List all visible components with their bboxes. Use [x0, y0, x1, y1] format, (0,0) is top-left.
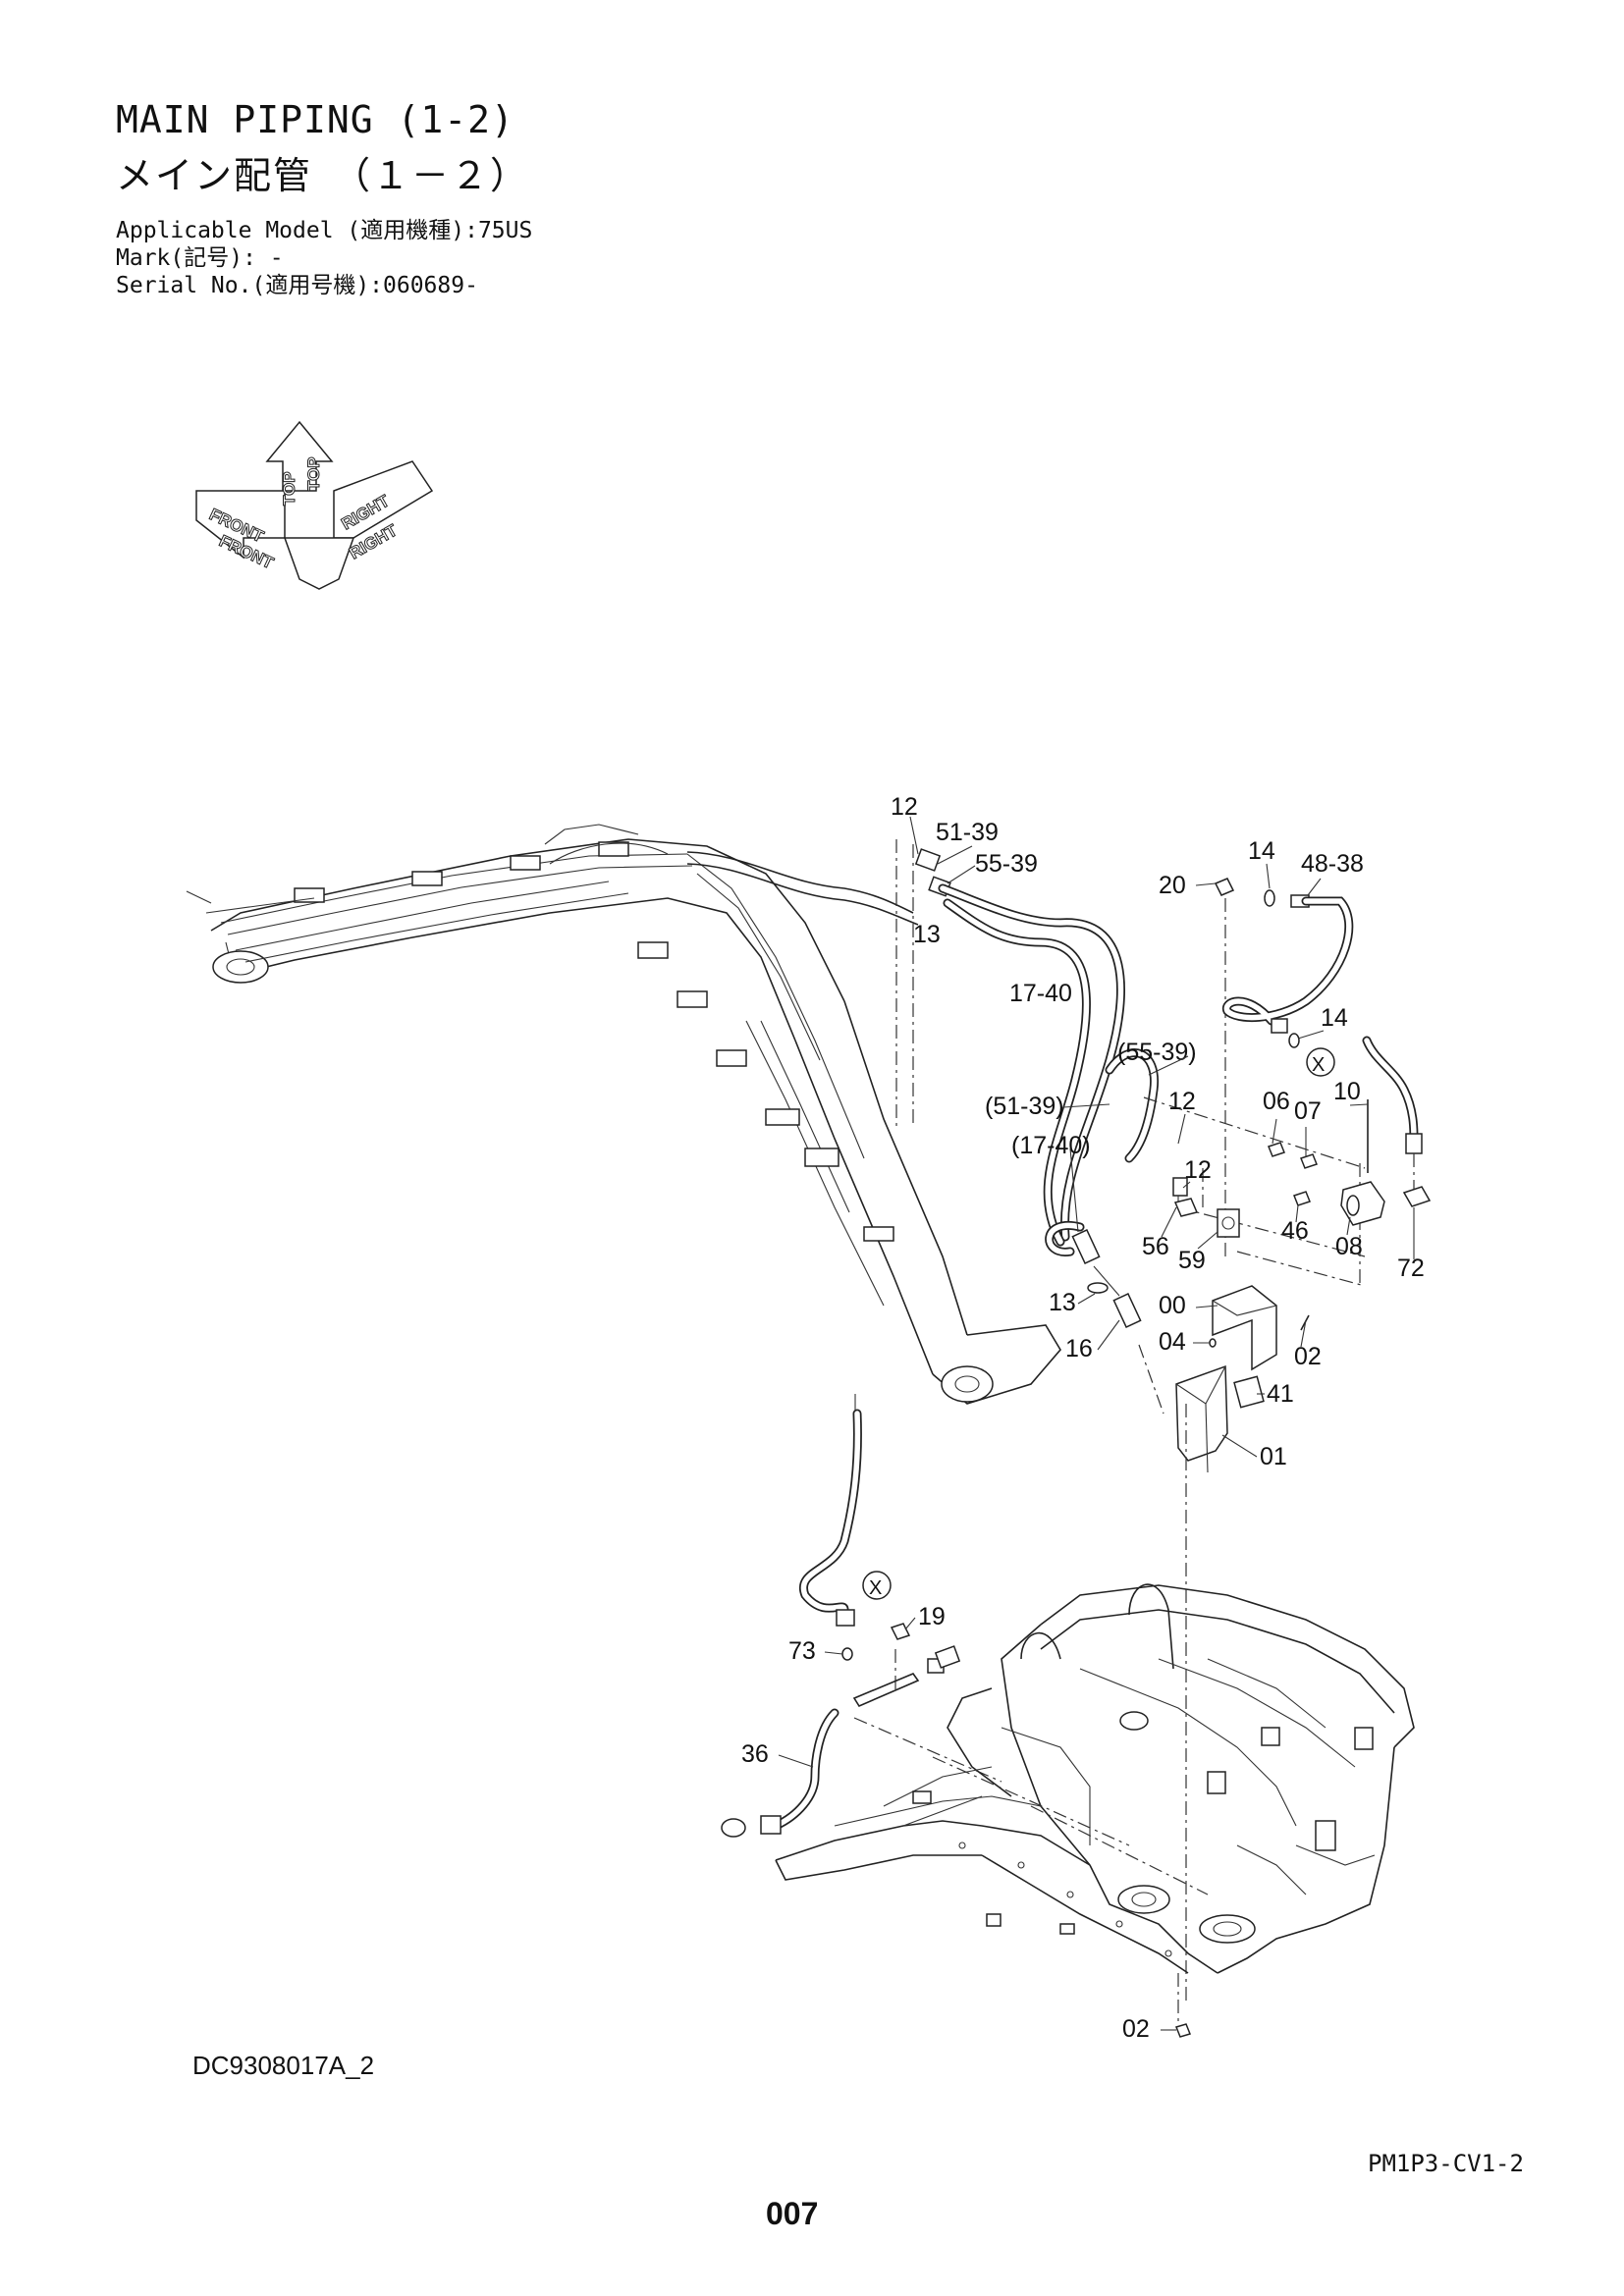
- title-english: MAIN PIPING (1-2): [116, 98, 514, 141]
- drawing-code: DC9308017A_2: [192, 2051, 375, 2080]
- serial-number: Serial No.(適用号機):060689-: [116, 273, 478, 298]
- title-japanese: メイン配管 （１－２）: [116, 154, 530, 197]
- valve-bracket-group: [1143, 1096, 1385, 1287]
- callout-label: 14: [1321, 1004, 1348, 1032]
- page-number: 007: [766, 2196, 819, 2231]
- callout-label: 19: [918, 1603, 946, 1630]
- sheet-code: PM1P3-CV1-2: [1368, 2150, 1524, 2177]
- bracket-assembly: [1175, 1285, 1310, 2002]
- callout-label: 59: [1178, 1247, 1206, 1274]
- callout-label: 14: [1248, 837, 1275, 865]
- orientation-arrow-icon: TOP TOP FRONT FRONT RIGHT RIGHT: [195, 420, 434, 590]
- callout-label: 06: [1263, 1088, 1290, 1115]
- callout-label: 04: [1159, 1328, 1186, 1356]
- callout-label: 02: [1122, 2015, 1150, 2043]
- callout-label: (51-39): [985, 1093, 1064, 1120]
- callout-labels: 12 51-39 55-39 13 14 48-38 20 17-40 14 (…: [741, 793, 1425, 2043]
- hose-group: [895, 839, 1164, 1415]
- callout-label: 07: [1294, 1097, 1322, 1125]
- callout-label: 16: [1065, 1335, 1093, 1362]
- callout-label: 01: [1260, 1443, 1287, 1470]
- boom-assembly: [186, 824, 1061, 1405]
- callout-label: 12: [1168, 1088, 1196, 1115]
- connection-x-upper: X: [1312, 1054, 1325, 1076]
- callout-label: 08: [1335, 1233, 1363, 1260]
- callout-label: 72: [1397, 1255, 1425, 1282]
- callout-label: 13: [1049, 1289, 1076, 1316]
- swing-frame: [775, 1583, 1415, 2038]
- connection-x-lower: X: [869, 1577, 882, 1599]
- callout-label: 36: [741, 1740, 769, 1768]
- applicable-model: Applicable Model (適用機種):75US: [116, 218, 533, 243]
- callout-label: 48-38: [1301, 850, 1364, 878]
- callout-label: 41: [1267, 1380, 1294, 1408]
- callout-label: 20: [1159, 872, 1186, 899]
- callout-label: 12: [891, 793, 918, 821]
- callout-label: 73: [788, 1637, 816, 1665]
- callout-label: (17-40): [1011, 1132, 1091, 1159]
- callout-label: 10: [1333, 1078, 1361, 1105]
- callout-label: 55-39: [975, 850, 1038, 878]
- callout-label: 13: [913, 921, 941, 948]
- orientation-top-1: TOP: [280, 471, 298, 506]
- callout-label: 17-40: [1009, 980, 1072, 1007]
- callout-label: 56: [1142, 1233, 1169, 1260]
- mark: Mark(記号): -: [116, 245, 284, 271]
- right-hose-48-38: X: [1214, 878, 1432, 1256]
- callout-label: 12: [1184, 1156, 1212, 1184]
- callout-label: 00: [1159, 1292, 1186, 1319]
- callout-label: (55-39): [1117, 1039, 1197, 1066]
- callout-label: 02: [1294, 1343, 1322, 1370]
- callout-label: 51-39: [936, 819, 999, 846]
- lower-hose-36: X: [721, 1394, 1002, 1838]
- callout-label: 46: [1281, 1217, 1309, 1245]
- orientation-top-2: TOP: [304, 456, 323, 491]
